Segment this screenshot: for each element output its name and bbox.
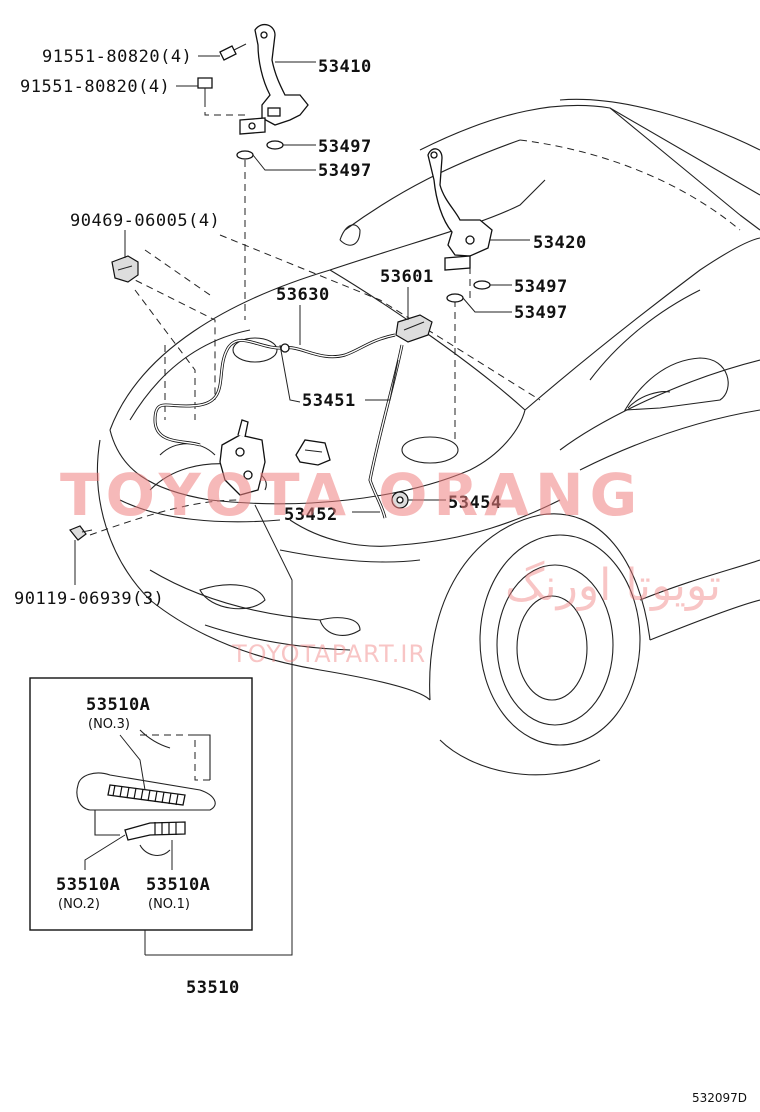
callout-53497-a: 53497 <box>318 137 372 157</box>
callout-91551-lower: 91551-80820(4) <box>20 77 170 97</box>
callout-53451: 53451 <box>302 391 356 411</box>
callout-53410: 53410 <box>318 57 372 77</box>
hood-hinge-53410 <box>239 23 309 135</box>
callout-53452: 53452 <box>284 505 338 525</box>
callout-90119: 90119-06939(3) <box>14 589 164 609</box>
inset-label-no2: 53510A <box>56 875 120 895</box>
washer-53497-a <box>266 140 284 150</box>
callout-53497-d: 53497 <box>514 303 568 323</box>
bolt-90119 <box>69 525 93 541</box>
watermark-main: TOYOTA ORANG <box>60 461 643 529</box>
assembly-lines <box>89 100 541 536</box>
leader-lines <box>74 55 530 956</box>
callout-53454: 53454 <box>448 493 502 513</box>
inset-sub-no3: (NO.3) <box>88 717 130 732</box>
callout-labels: 91551-80820(4) 91551-80820(4) 53410 5349… <box>14 47 587 609</box>
inset-labels: 53510A (NO.3) 53510A (NO.2) 53510A (NO.1… <box>56 695 240 998</box>
car-body-outline <box>96 98 760 776</box>
bolt-91551-upper <box>219 43 247 61</box>
callout-53601: 53601 <box>380 267 434 287</box>
hood-lock-53510-installed <box>219 419 266 496</box>
callout-90469: 90469-06005(4) <box>70 211 220 231</box>
callout-53630: 53630 <box>276 285 330 305</box>
watermark: TOYOTA ORANG تویوتا اورنگ TOYOTAPART.IR <box>60 461 721 668</box>
hood-lock-53601 <box>395 314 433 343</box>
washer-53497-d <box>446 293 464 303</box>
callout-53497-c: 53497 <box>514 277 568 297</box>
callout-53497-b: 53497 <box>318 161 372 181</box>
bolt-91551-lower <box>197 77 213 100</box>
assembly-label-53510: 53510 <box>186 978 240 998</box>
washer-53497-b <box>236 150 254 160</box>
inset-box <box>29 677 253 955</box>
drawing-code: 532097D <box>692 1091 747 1105</box>
callout-53420: 53420 <box>533 233 587 253</box>
inset-label-no3: 53510A <box>86 695 150 715</box>
bracket-53452 <box>295 439 331 466</box>
clip-90469 <box>111 255 139 283</box>
inset-sub-no2: (NO.2) <box>58 897 100 912</box>
hood-hinge-53420 <box>427 148 493 271</box>
callout-91551-upper: 91551-80820(4) <box>42 47 192 67</box>
inset-label-no1: 53510A <box>146 875 210 895</box>
watermark-persian: تویوتا اورنگ <box>505 560 721 611</box>
watermark-url: TOYOTAPART.IR <box>231 640 426 668</box>
release-cable-53630 <box>153 333 396 447</box>
inset-sub-no1: (NO.1) <box>148 897 190 912</box>
washer-53497-c <box>473 280 491 290</box>
